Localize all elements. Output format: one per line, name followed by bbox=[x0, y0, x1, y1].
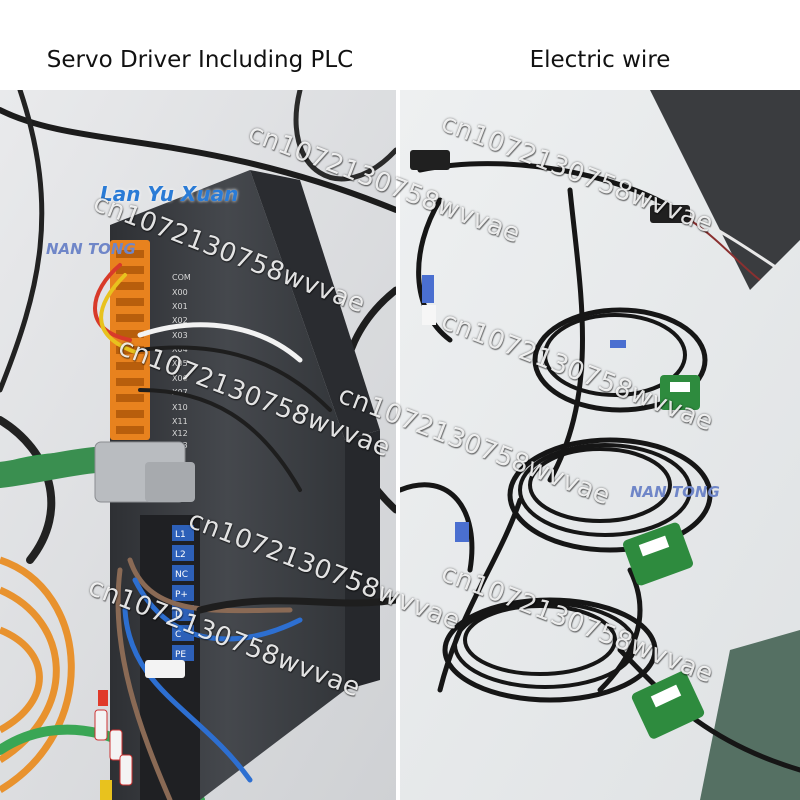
terminal-label: X01 bbox=[172, 302, 188, 311]
terminal-label: X02 bbox=[172, 316, 188, 325]
cable-tie bbox=[145, 660, 185, 678]
caption-electric-wire: Electric wire bbox=[529, 47, 671, 73]
signal-wires bbox=[93, 263, 396, 800]
servo-driver-photo: COM X00 X01 X02 X03 X04 X05 X06 X07 X10 … bbox=[0, 90, 396, 800]
panel-divider bbox=[396, 90, 400, 800]
caption-servo-driver: Servo Driver Including PLC bbox=[46, 47, 354, 73]
terminal-label: X12 bbox=[172, 429, 188, 438]
power-terminal-block bbox=[140, 515, 200, 800]
wire-marker-sleeves bbox=[94, 660, 185, 800]
terminal-label: X11 bbox=[172, 417, 188, 426]
terminal-label: COM bbox=[172, 273, 191, 282]
terminal-label: X03 bbox=[172, 331, 188, 340]
power-terminal-labels: L1 L2 NC P+ D C PE bbox=[175, 530, 188, 660]
electric-wire-illustration bbox=[400, 90, 800, 800]
lan-yu-xuan-logo: Lan Yu Xuan bbox=[100, 182, 239, 206]
terminal-label: X10 bbox=[172, 403, 188, 412]
terminal-label: L2 bbox=[175, 550, 186, 560]
terminal-label: X06 bbox=[172, 374, 188, 383]
cable-tags bbox=[422, 275, 626, 542]
nan-tong-logo: NAN TONG bbox=[46, 240, 136, 258]
proximity-sensor bbox=[660, 375, 700, 410]
dark-machine-corner bbox=[650, 90, 800, 290]
encoder-connector bbox=[0, 441, 195, 503]
terminal-label: NC bbox=[175, 570, 188, 580]
terminal-label: C bbox=[175, 630, 181, 640]
nan-tong-logo: NAN TONG bbox=[630, 483, 720, 501]
terminal-label: L1 bbox=[175, 530, 186, 540]
terminal-label: X00 bbox=[172, 288, 188, 297]
terminal-label: D bbox=[175, 610, 182, 620]
wire-connectors bbox=[410, 150, 781, 281]
proximity-sensor bbox=[623, 522, 693, 586]
proximity-sensor bbox=[631, 671, 705, 739]
servo-driver-illustration: COM X00 X01 X02 X03 X04 X05 X06 X07 X10 … bbox=[0, 90, 396, 800]
terminal-label: PE bbox=[175, 650, 186, 660]
green-floor-corner bbox=[700, 630, 800, 800]
terminal-label: X05 bbox=[172, 359, 188, 368]
electric-wire-photo: NAN TONG bbox=[400, 90, 800, 800]
terminal-label: P+ bbox=[175, 590, 188, 600]
